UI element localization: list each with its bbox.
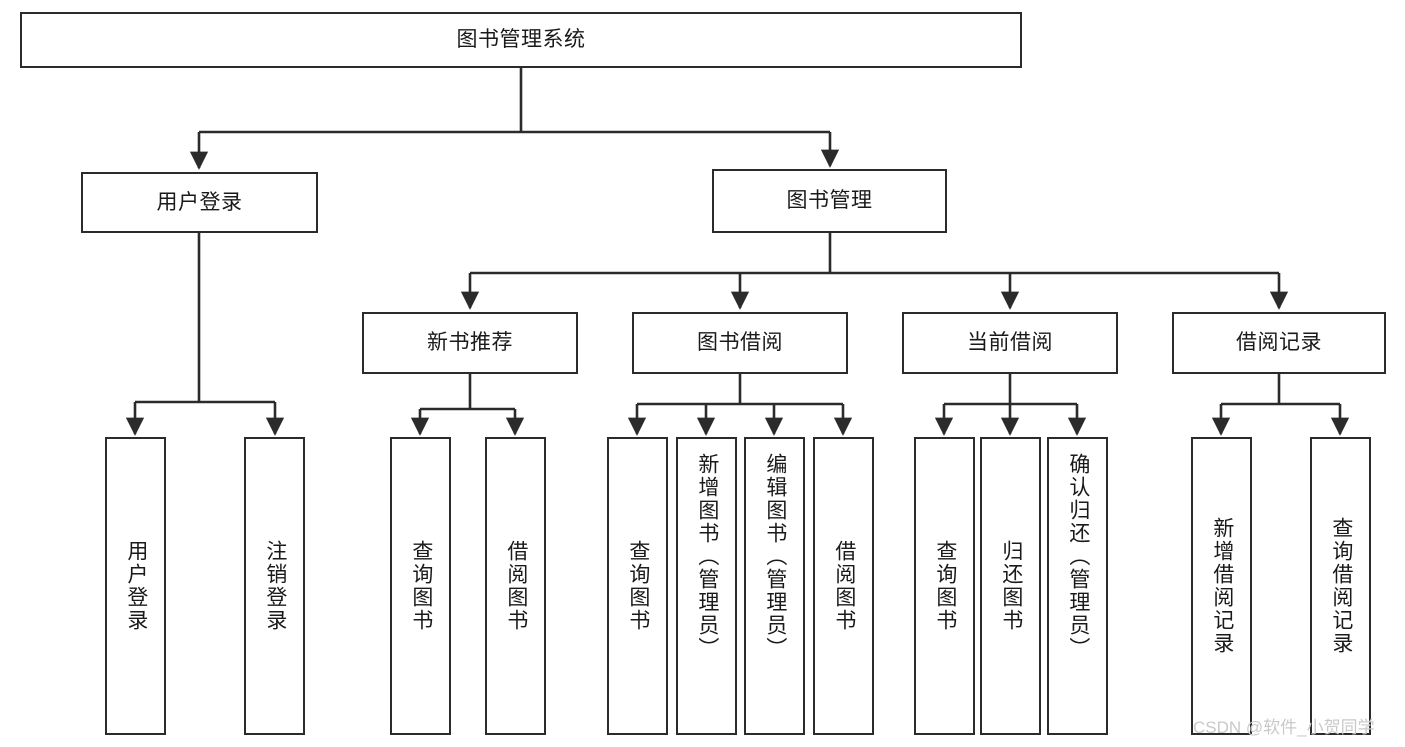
- node-new-book-recommend-label: 新书推荐: [427, 331, 513, 355]
- node-leaf-user-login-login-label: 用户登录: [124, 540, 148, 632]
- node-book-management[interactable]: 图书管理: [712, 169, 947, 233]
- node-leaf-current-borrow-confirm[interactable]: 确认归还（管理员）: [1047, 437, 1108, 735]
- node-leaf-current-borrow-confirm-label: 确认归还（管理员）: [1066, 453, 1090, 660]
- node-leaf-current-borrow-return[interactable]: 归还图书: [980, 437, 1041, 735]
- node-leaf-records-add[interactable]: 新增借阅记录: [1191, 437, 1252, 735]
- node-leaf-current-borrow-query-label: 查询图书: [933, 540, 957, 632]
- node-leaf-book-borrow-edit-label: 编辑图书（管理员）: [763, 453, 787, 660]
- node-book-borrow[interactable]: 图书借阅: [632, 312, 848, 374]
- node-leaf-book-borrow-add[interactable]: 新增图书（管理员）: [676, 437, 737, 735]
- node-borrow-records-label: 借阅记录: [1236, 331, 1322, 355]
- node-root-system-label: 图书管理系统: [456, 28, 586, 52]
- node-leaf-user-login-logout[interactable]: 注销登录: [244, 437, 305, 735]
- node-leaf-user-login-login[interactable]: 用户登录: [105, 437, 166, 735]
- node-current-borrow-label: 当前借阅: [967, 331, 1053, 355]
- csdn-watermark: CSDN @软件_小贺同学: [1193, 718, 1375, 737]
- node-leaf-new-book-query-label: 查询图书: [409, 540, 433, 632]
- node-root-system[interactable]: 图书管理系统: [20, 12, 1022, 68]
- node-current-borrow[interactable]: 当前借阅: [902, 312, 1118, 374]
- node-leaf-book-borrow-query[interactable]: 查询图书: [607, 437, 668, 735]
- node-leaf-book-borrow-borrow[interactable]: 借阅图书: [813, 437, 874, 735]
- node-leaf-records-query-label: 查询借阅记录: [1329, 517, 1353, 655]
- node-new-book-recommend[interactable]: 新书推荐: [362, 312, 578, 374]
- node-borrow-records[interactable]: 借阅记录: [1172, 312, 1386, 374]
- node-leaf-new-book-borrow[interactable]: 借阅图书: [485, 437, 546, 735]
- node-leaf-new-book-query[interactable]: 查询图书: [390, 437, 451, 735]
- node-leaf-records-query[interactable]: 查询借阅记录: [1310, 437, 1371, 735]
- node-book-management-label: 图书管理: [786, 189, 873, 213]
- node-leaf-user-login-logout-label: 注销登录: [263, 540, 287, 632]
- node-leaf-records-add-label: 新增借阅记录: [1210, 517, 1234, 655]
- node-leaf-book-borrow-edit[interactable]: 编辑图书（管理员）: [744, 437, 805, 735]
- node-leaf-book-borrow-borrow-label: 借阅图书: [832, 540, 856, 632]
- node-user-login[interactable]: 用户登录: [81, 172, 318, 233]
- node-book-borrow-label: 图书借阅: [697, 331, 783, 355]
- node-leaf-current-borrow-return-label: 归还图书: [999, 540, 1023, 632]
- node-leaf-book-borrow-add-label: 新增图书（管理员）: [695, 453, 719, 660]
- node-leaf-new-book-borrow-label: 借阅图书: [504, 540, 528, 632]
- node-user-login-label: 用户登录: [156, 190, 243, 214]
- node-leaf-current-borrow-query[interactable]: 查询图书: [914, 437, 975, 735]
- node-leaf-book-borrow-query-label: 查询图书: [626, 540, 650, 632]
